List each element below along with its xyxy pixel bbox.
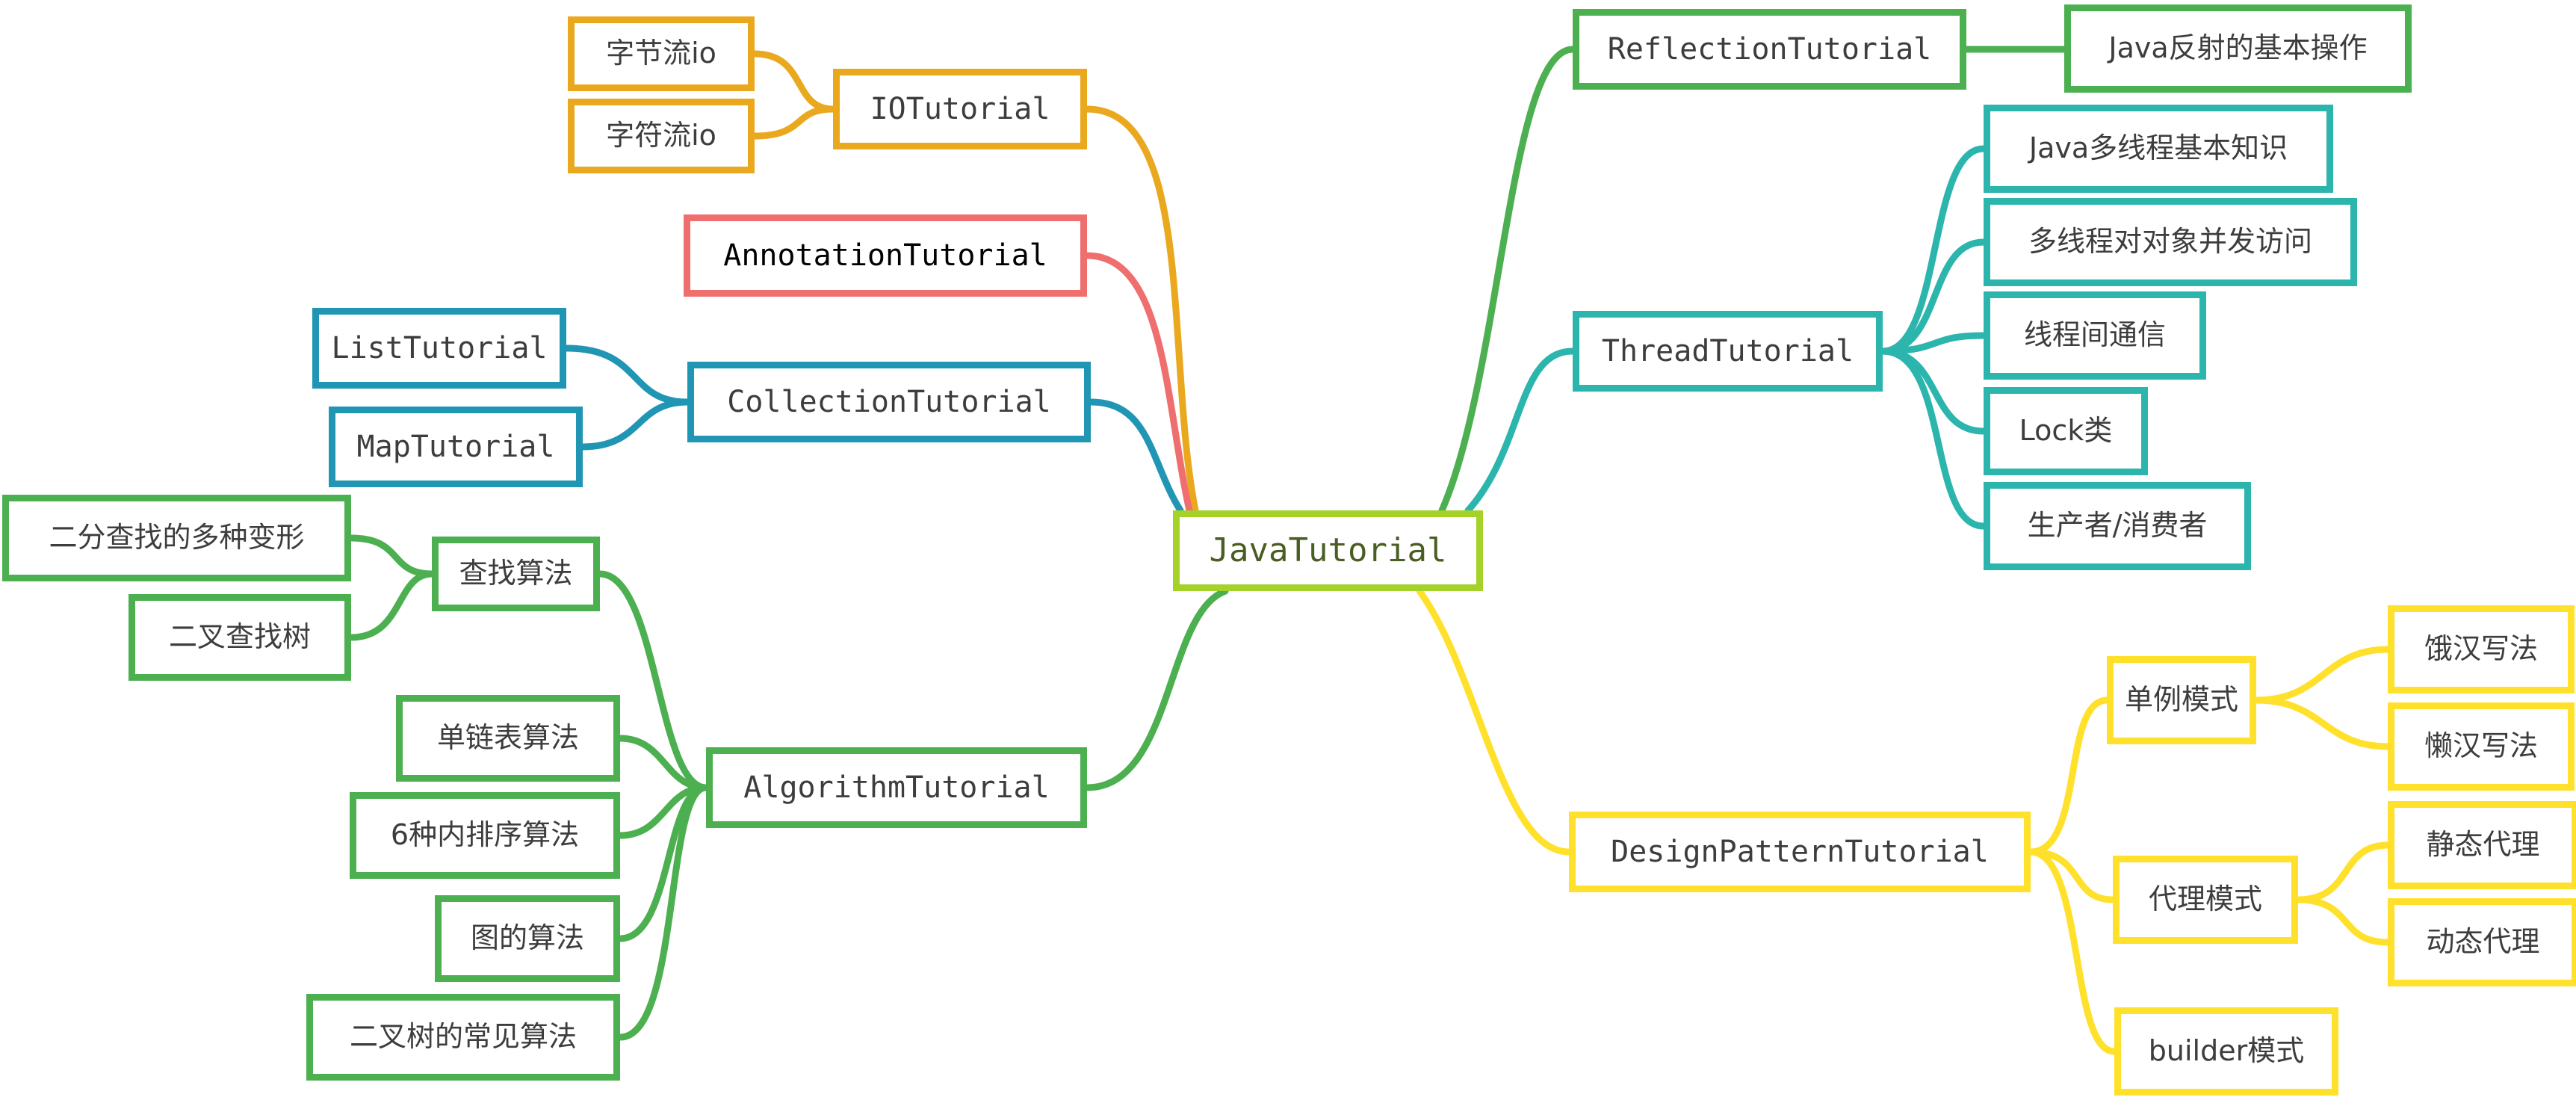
node-designpattern-tutorial[interactable]: DesignPatternTutorial xyxy=(1569,812,2031,892)
node-reflection-basic[interactable]: Java反射的基本操作 xyxy=(2064,4,2412,93)
node-thread-comm[interactable]: 线程间通信 xyxy=(1984,291,2206,380)
edge-annotation_tutorial-to-root xyxy=(1083,252,1193,514)
edge-tree_algo-to-algorithm_tutorial xyxy=(616,784,710,1041)
node-label: DesignPatternTutorial xyxy=(1611,835,1989,869)
edge-collection_tutorial-to-root xyxy=(1087,398,1184,514)
node-label: 饿汉写法 xyxy=(2424,632,2538,666)
edge-designpattern_tutorial-to-singleton xyxy=(2027,696,2111,856)
node-label: 动态代理 xyxy=(2426,925,2540,959)
node-label: ListTutorial xyxy=(331,331,548,365)
node-label: builder模式 xyxy=(2148,1034,2305,1068)
node-label: CollectionTutorial xyxy=(727,385,1051,419)
node-thread-lock[interactable]: Lock类 xyxy=(1984,387,2148,475)
edge-proxy-to-dynamic_proxy xyxy=(2294,896,2391,946)
node-reflection-tutorial[interactable]: ReflectionTutorial xyxy=(1573,9,1966,90)
node-label: Lock类 xyxy=(2019,414,2113,448)
node-collection-tutorial[interactable]: CollectionTutorial xyxy=(687,362,1091,442)
node-label: 生产者/消费者 xyxy=(2027,509,2208,543)
node-label: 二叉树的常见算法 xyxy=(349,1020,577,1054)
edge-designpattern_tutorial-to-builder xyxy=(2027,848,2118,1055)
node-label: IOTutorial xyxy=(870,92,1050,126)
node-singleton[interactable]: 单例模式 xyxy=(2107,656,2256,744)
node-label: AlgorithmTutorial xyxy=(743,770,1050,805)
edge-sort_algo-to-algorithm_tutorial xyxy=(616,784,710,839)
node-label: 多线程对对象并发访问 xyxy=(2028,225,2312,259)
node-io-char[interactable]: 字符流io xyxy=(568,99,755,173)
edge-io_char-to-io_tutorial xyxy=(751,105,837,140)
node-list-tutorial[interactable]: ListTutorial xyxy=(312,308,566,389)
node-label: MapTutorial xyxy=(356,430,555,464)
edge-root-to-thread_tutorial xyxy=(1464,347,1576,514)
node-thread-producer[interactable]: 生产者/消费者 xyxy=(1984,482,2251,570)
edge-map_tutorial-to-collection_tutorial xyxy=(579,398,691,451)
node-label: 代理模式 xyxy=(2148,883,2262,916)
edge-linkedlist_algo-to-algorithm_tutorial xyxy=(616,735,710,791)
node-lazy-init[interactable]: 懒汉写法 xyxy=(2388,702,2575,791)
node-label: 查找算法 xyxy=(459,557,573,590)
node-io-tutorial[interactable]: IOTutorial xyxy=(833,69,1087,149)
node-algorithm-tutorial[interactable]: AlgorithmTutorial xyxy=(706,747,1087,828)
node-thread-basic[interactable]: Java多线程基本知识 xyxy=(1984,105,2333,193)
node-static-proxy[interactable]: 静态代理 xyxy=(2388,801,2576,889)
node-label: Java反射的基本操作 xyxy=(2108,31,2368,65)
node-search-algo[interactable]: 查找算法 xyxy=(432,537,600,611)
node-io-byte[interactable]: 字节流io xyxy=(568,16,755,91)
edge-proxy-to-static_proxy xyxy=(2294,841,2391,903)
node-label: ReflectionTutorial xyxy=(1607,32,1932,67)
node-label: 静态代理 xyxy=(2426,828,2540,862)
edge-root-to-reflection_tutorial xyxy=(1438,46,1576,514)
node-label: JavaTutorial xyxy=(1209,531,1447,569)
node-label: ThreadTutorial xyxy=(1601,334,1854,368)
edge-root-to-designpattern_tutorial xyxy=(1416,587,1573,856)
node-label: 字节流io xyxy=(606,37,716,70)
node-root[interactable]: JavaTutorial xyxy=(1173,510,1483,591)
node-eager-init[interactable]: 饿汉写法 xyxy=(2388,605,2575,693)
node-label: 6种内排序算法 xyxy=(390,818,580,852)
node-graph-algo[interactable]: 图的算法 xyxy=(435,895,620,982)
edge-binary_search_variants-to-search_algo xyxy=(347,534,436,578)
node-proxy[interactable]: 代理模式 xyxy=(2113,856,2298,944)
node-label: 懒汉写法 xyxy=(2424,729,2538,763)
node-map-tutorial[interactable]: MapTutorial xyxy=(329,407,583,487)
node-label: 单例模式 xyxy=(2124,683,2238,717)
edge-io_byte-to-io_tutorial xyxy=(751,50,837,113)
node-sort-algo[interactable]: 6种内排序算法 xyxy=(350,792,620,879)
edge-binary_search_tree-to-search_algo xyxy=(347,570,436,641)
edge-algorithm_tutorial-to-root xyxy=(1083,587,1229,791)
node-label: Java多线程基本知识 xyxy=(2028,132,2288,165)
node-thread-tutorial[interactable]: ThreadTutorial xyxy=(1573,311,1883,392)
edge-thread_tutorial-to-thread_producer xyxy=(1879,347,1987,530)
edge-singleton-to-eager_init xyxy=(2253,646,2391,704)
edge-list_tutorial-to-collection_tutorial xyxy=(563,344,691,406)
node-label: 单链表算法 xyxy=(436,721,579,755)
edge-thread_tutorial-to-thread_comm xyxy=(1879,332,1987,355)
edge-thread_tutorial-to-thread_concurrent xyxy=(1879,238,1987,355)
edge-designpattern_tutorial-to-proxy xyxy=(2027,848,2117,903)
edge-io_tutorial-to-root xyxy=(1083,105,1199,514)
node-binary-search-variants[interactable]: 二分查找的多种变形 xyxy=(2,495,351,581)
edge-thread_tutorial-to-thread_lock xyxy=(1879,347,1987,435)
node-tree-algo[interactable]: 二叉树的常见算法 xyxy=(306,994,620,1081)
edge-graph_algo-to-algorithm_tutorial xyxy=(616,784,710,942)
node-binary-search-tree[interactable]: 二叉查找树 xyxy=(129,594,351,681)
edge-singleton-to-lazy_init xyxy=(2253,696,2391,750)
node-label: 二叉查找树 xyxy=(168,620,311,654)
node-linkedlist-algo[interactable]: 单链表算法 xyxy=(396,695,620,782)
node-label: 图的算法 xyxy=(470,921,584,955)
node-thread-concurrent[interactable]: 多线程对对象并发访问 xyxy=(1984,198,2357,286)
node-label: 字符流io xyxy=(606,119,716,152)
node-label: 线程间通信 xyxy=(2023,318,2166,352)
node-annotation-tutorial[interactable]: AnnotationTutorial xyxy=(684,214,1087,297)
node-dynamic-proxy[interactable]: 动态代理 xyxy=(2388,898,2576,986)
node-builder[interactable]: builder模式 xyxy=(2114,1007,2338,1096)
node-label: 二分查找的多种变形 xyxy=(49,521,305,554)
node-label: AnnotationTutorial xyxy=(723,238,1047,273)
edge-thread_tutorial-to-thread_basic xyxy=(1879,145,1987,355)
